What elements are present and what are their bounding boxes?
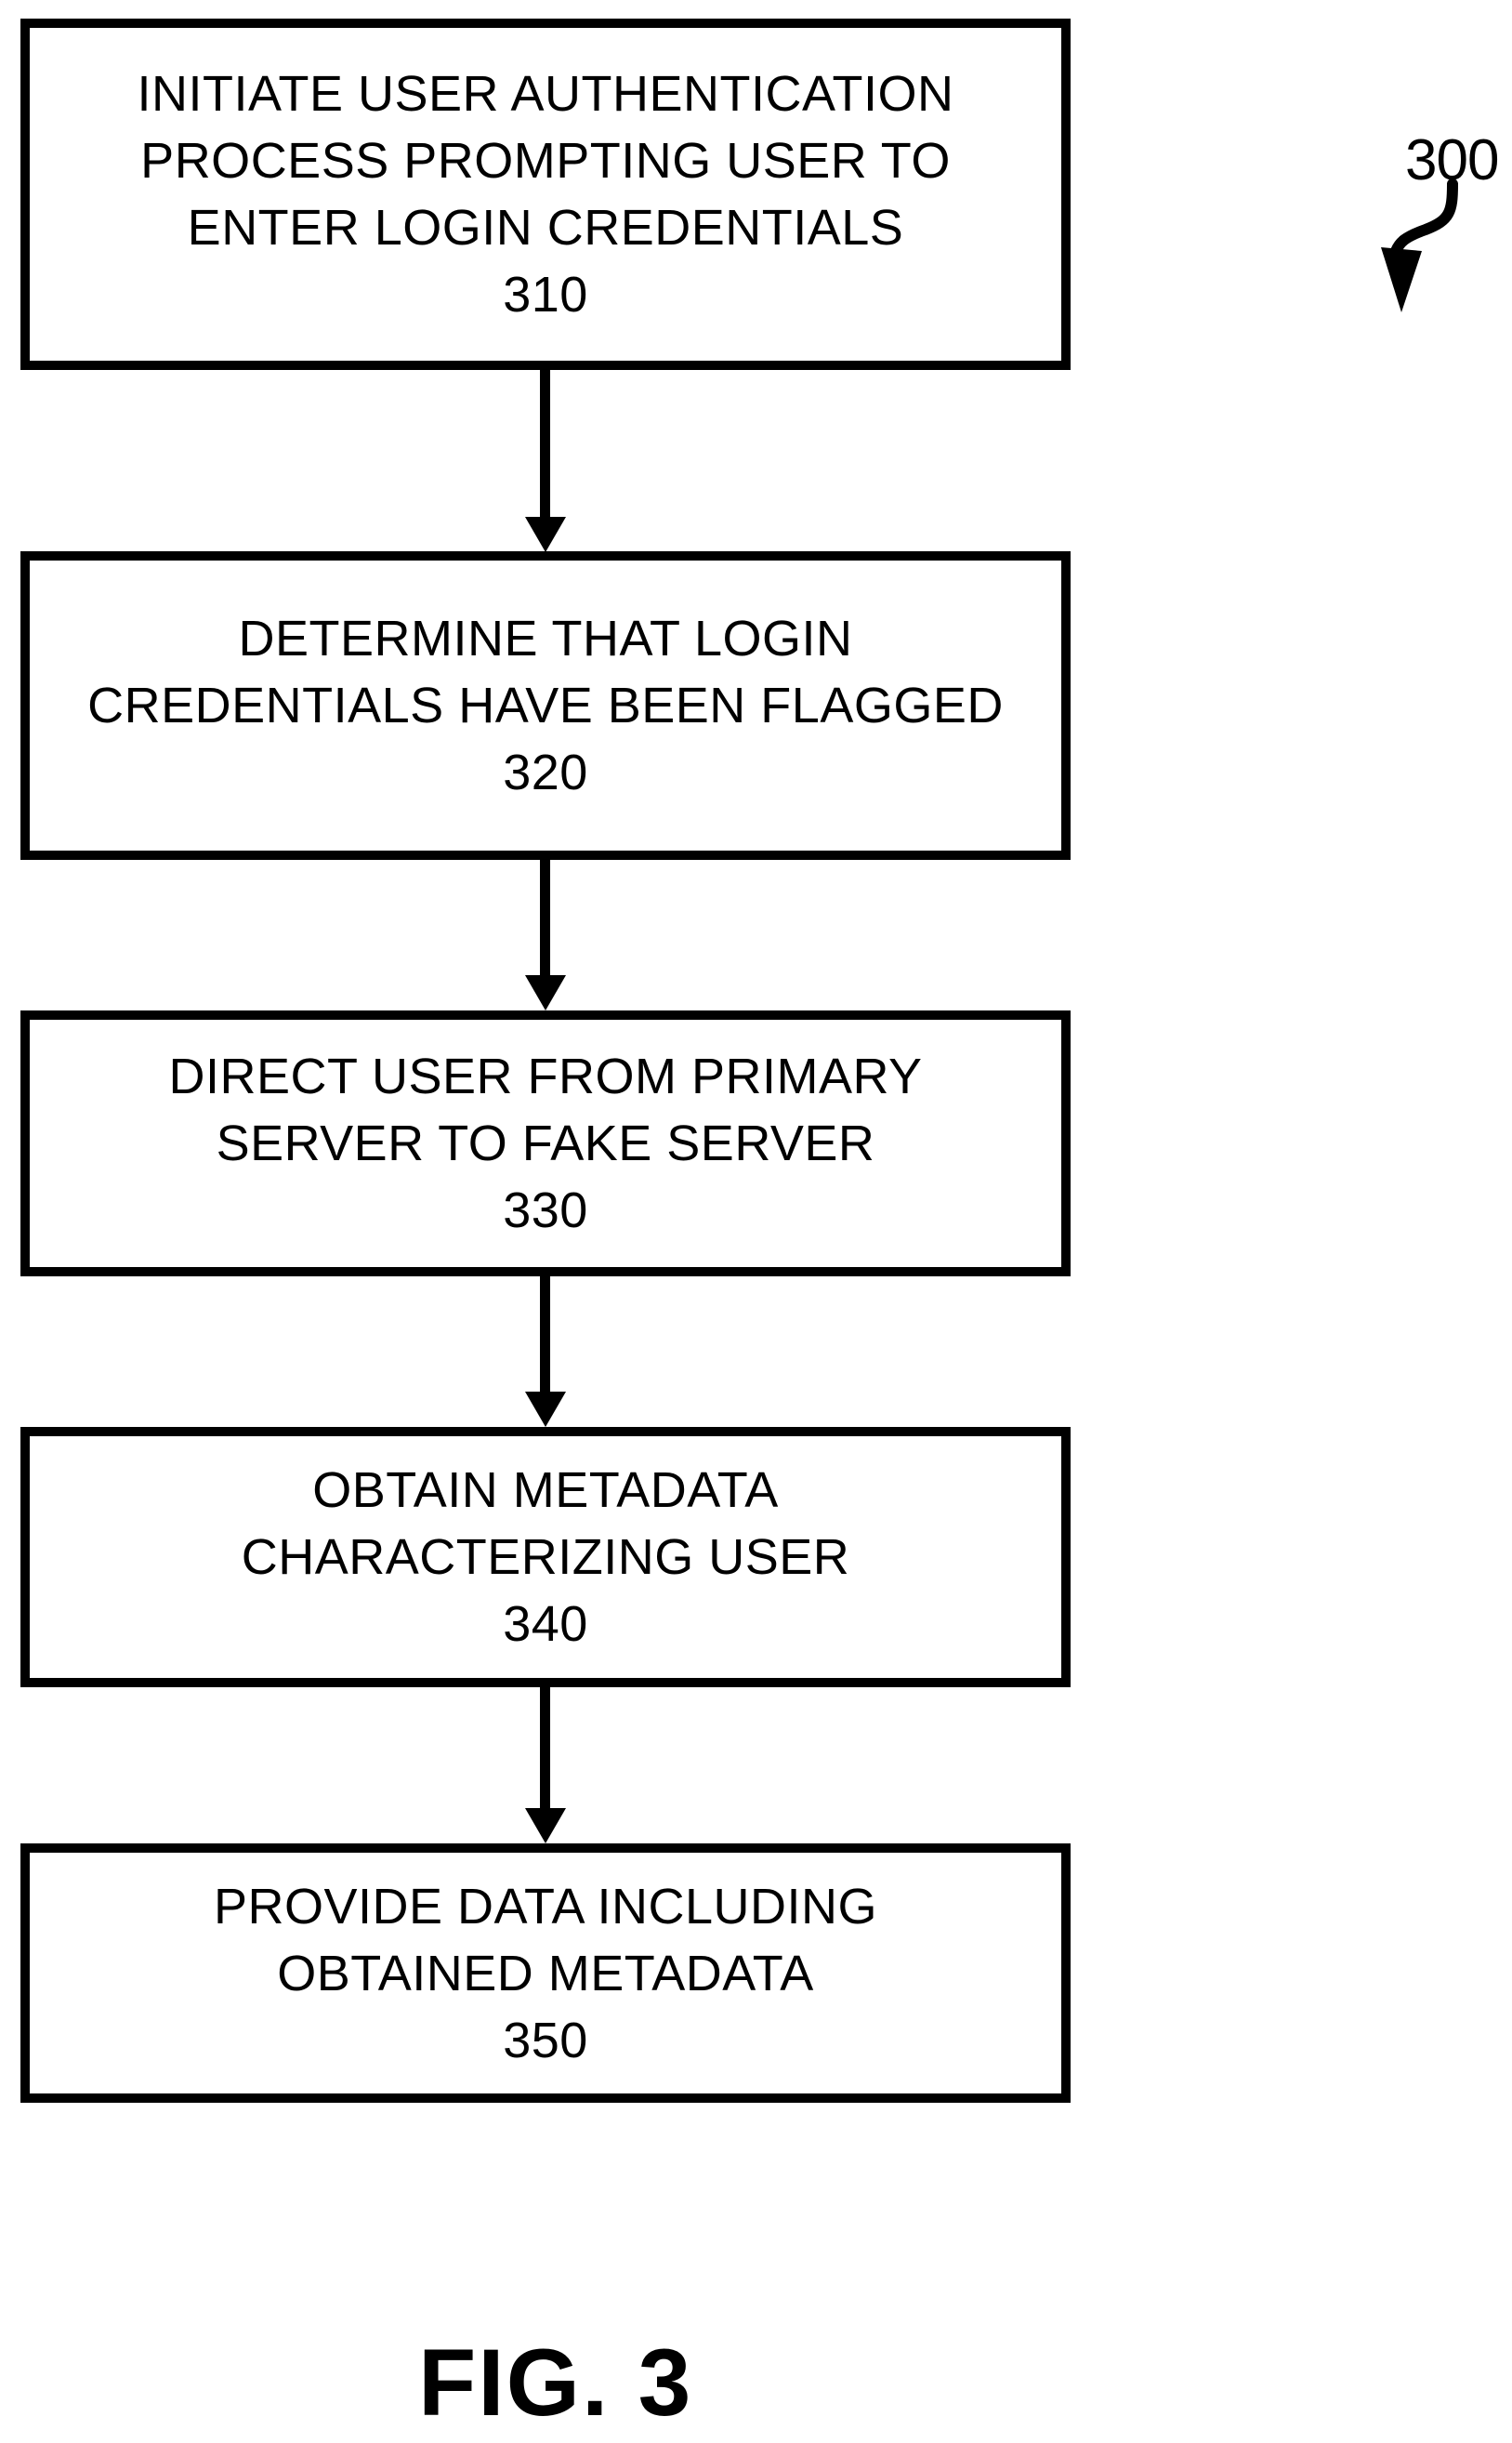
flow-arrow-stem	[540, 860, 550, 977]
step-text-line: PROVIDE DATA INCLUDING	[213, 1878, 878, 1935]
step-text-line: DETERMINE THAT LOGIN	[238, 611, 853, 667]
flow-step-320: DETERMINE THAT LOGIN CREDENTIALS HAVE BE…	[20, 551, 1071, 860]
step-number: 310	[503, 267, 588, 323]
step-text-line: CHARACTERIZING USER	[241, 1529, 850, 1585]
step-text-line: OBTAINED METADATA	[277, 1945, 814, 2001]
flow-arrow-head-icon	[525, 1392, 566, 1427]
step-text-line: CREDENTIALS HAVE BEEN FLAGGED	[87, 678, 1004, 733]
flow-arrow-head-icon	[525, 1808, 566, 1843]
step-number: 350	[503, 2012, 588, 2068]
flow-arrow-head-icon	[525, 975, 566, 1010]
step-text-line: DIRECT USER FROM PRIMARY	[168, 1049, 923, 1104]
step-text-line: INITIATE USER AUTHENTICATION	[137, 66, 954, 122]
step-text-line: ENTER LOGIN CREDENTIALS	[187, 200, 904, 256]
step-number: 320	[503, 745, 588, 800]
flow-step-330: DIRECT USER FROM PRIMARY SERVER TO FAKE …	[20, 1010, 1071, 1276]
flow-arrow-head-icon	[525, 517, 566, 552]
reference-curved-arrow-icon	[1381, 178, 1458, 312]
flow-arrow-stem	[540, 1276, 550, 1392]
flow-arrow-stem	[540, 1687, 550, 1808]
flow-arrow-stem	[540, 370, 550, 517]
step-number: 340	[503, 1596, 588, 1652]
step-text-line: SERVER TO FAKE SERVER	[216, 1116, 875, 1171]
step-number: 330	[503, 1182, 588, 1238]
step-text-line: OBTAIN METADATA	[312, 1462, 779, 1518]
figure-caption: FIG. 3	[418, 2330, 693, 2436]
flow-step-310: INITIATE USER AUTHENTICATION PROCESS PRO…	[20, 19, 1071, 370]
step-text-line: PROCESS PROMPTING USER TO	[140, 133, 951, 189]
flow-step-340: OBTAIN METADATA CHARACTERIZING USER 340	[20, 1427, 1071, 1687]
flow-step-350: PROVIDE DATA INCLUDING OBTAINED METADATA…	[20, 1843, 1071, 2103]
